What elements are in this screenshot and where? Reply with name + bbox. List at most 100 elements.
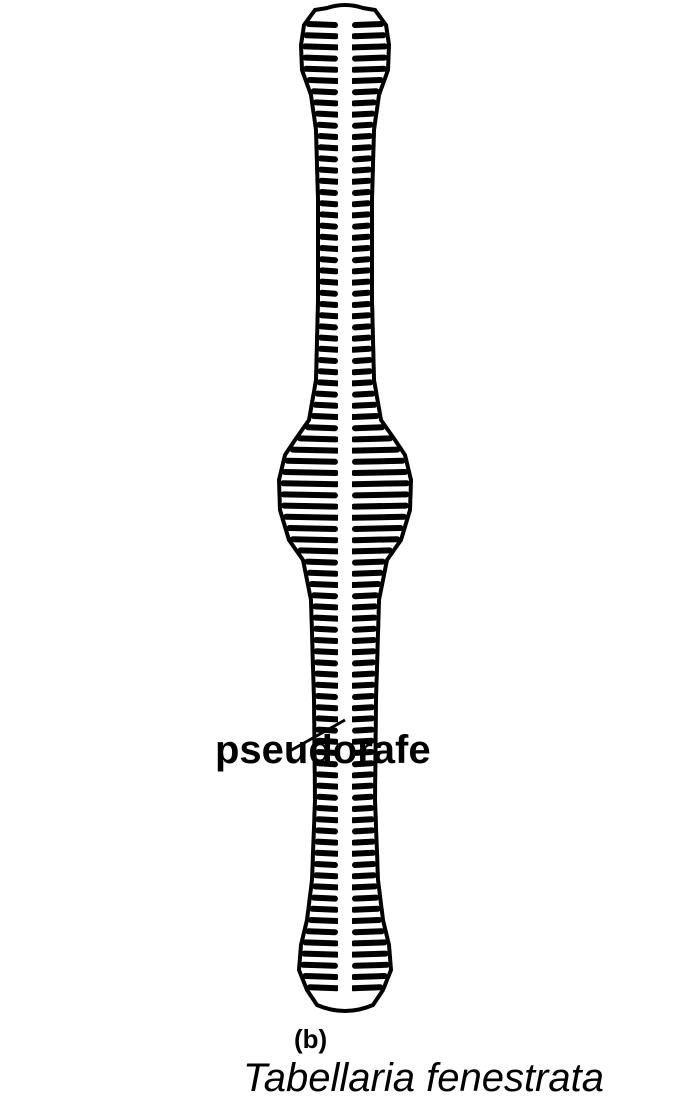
stria-left [284,506,336,507]
stria-right [354,304,368,305]
stria-left [307,35,337,36]
stria-left [303,965,335,966]
stria-right [353,886,375,887]
stria-left [320,371,336,372]
stria-right [353,550,390,551]
stria-left [318,830,335,831]
stria-left [319,774,336,775]
stria-right [353,248,368,249]
stria-right [355,662,373,663]
stria-left [316,405,336,406]
stria-right [353,819,372,820]
stria-left [289,528,335,529]
stria-right [355,461,402,462]
stria-left [317,842,336,843]
stria-right [353,114,372,115]
stria-right [353,349,369,350]
stria-left [322,248,337,249]
pseudorafe-label: pseudorafe [215,730,431,770]
stria-left [322,304,336,305]
stria-left [318,685,338,686]
stria-left [319,125,335,126]
diatom-valve [279,5,411,1011]
stria-right [355,226,368,227]
stria-left [309,24,335,25]
stria-right [354,237,368,238]
stria-left [321,338,336,339]
stria-right [355,494,407,495]
stria-right [353,147,370,148]
stria-left [283,483,337,484]
stria-right [353,651,374,652]
stria-right [354,203,368,204]
stria-right [354,371,370,372]
stria-right [354,136,370,137]
stria-left [311,920,337,921]
stria-left [316,629,335,630]
stria-left [314,416,337,417]
stria-left [322,237,336,238]
stria-left [285,472,336,473]
stria-right [355,158,369,159]
stria-right [353,954,386,955]
stria-left [320,136,336,137]
stria-right [353,517,404,518]
stria-left [321,147,338,148]
stria-left [306,58,336,59]
stria-left [286,517,337,518]
stria-right [355,830,372,831]
stria-right [353,853,373,854]
species-name: Tabellaria fenestrata [243,1058,604,1098]
stria-left [316,102,336,103]
stria-right [353,80,380,81]
stria-left [305,976,336,977]
stria-left [316,618,338,619]
stria-right [355,293,368,294]
stria-left [321,349,337,350]
stria-right [354,942,384,943]
stria-right [354,539,397,540]
stria-left [319,797,335,798]
stria-left [322,282,337,283]
pseudoraphe-axial-area [338,16,352,999]
stria-right [353,46,385,47]
stria-left [284,494,336,495]
stria-right [353,483,407,484]
stria-right [354,506,406,507]
stria-left [310,987,337,988]
stria-right [354,875,374,876]
stria-left [321,360,336,361]
stria-left [322,226,335,227]
stria-right [353,214,368,215]
stria-left [322,181,338,182]
stria-right [353,618,375,619]
stria-right [355,259,368,260]
stria-right [354,774,371,775]
stria-left [322,259,335,260]
stria-left [317,662,335,663]
stria-left [318,819,337,820]
stria-right [353,181,369,182]
stria-right [355,629,374,630]
stria-right [353,987,380,988]
stria-left [321,326,335,327]
stria-right [355,58,385,59]
panel-label: (b) [294,1026,327,1052]
stria-left [321,170,336,171]
stria-right [355,91,376,92]
stria-right [355,125,371,126]
stria-right [354,338,369,339]
stria-right [355,595,376,596]
stria-left [305,46,337,47]
stria-left [288,461,335,462]
stria-right [353,584,378,585]
stria-left [312,584,337,585]
stria-right [355,898,376,899]
stria-right [355,931,382,932]
stria-right [355,528,401,529]
stria-left [322,293,335,294]
stria-left [300,550,337,551]
stria-left [307,562,335,563]
stria-left [322,214,337,215]
